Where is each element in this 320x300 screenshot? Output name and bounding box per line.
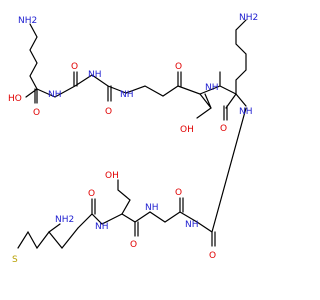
atom-nh2-met: NH2 — [55, 215, 74, 225]
atom-o-gly2: O — [105, 107, 112, 117]
atom-nh-gly2: NH — [88, 70, 102, 80]
backbone-segment-2 — [91, 74, 127, 102]
atom-nh-gly3: NH — [145, 203, 159, 213]
linker-bond — [211, 107, 247, 233]
atom-nh-gly4: NH — [185, 220, 199, 230]
backbone-segment-3 — [125, 71, 182, 97]
carboxylic-acid-bonds — [25, 88, 38, 104]
atom-o-gly3: O — [175, 188, 182, 198]
atom-o-met: O — [88, 189, 95, 199]
methionine-bonds — [17, 227, 79, 250]
atom-s-met: S — [12, 255, 18, 265]
backbone-segment-5 — [134, 197, 184, 223]
atom-oh-ser1: OH — [180, 125, 194, 135]
lysine-2-bonds — [223, 93, 247, 121]
serine-to-lysine — [199, 71, 237, 95]
bonds — [17, 19, 247, 250]
atom-o-ser2: O — [130, 240, 137, 250]
atom-labels: NH2 HO O NH O NH O NH O OH NH NH2 O NH N… — [8, 13, 258, 265]
atom-o-ser1: O — [175, 62, 182, 72]
atom-oh-ser2: OH — [105, 171, 119, 181]
backbone-segment-1 — [36, 71, 93, 98]
atom-ho-acid: HO — [8, 94, 22, 104]
atom-nh-lys2: NH — [205, 83, 219, 93]
background — [0, 0, 300, 300]
serine-2-side-chain — [117, 179, 131, 215]
lysine-side-chain-2 — [235, 19, 247, 95]
peptide-structure-diagram: NH2 HO O NH O NH O NH O OH NH NH2 O NH N… — [0, 0, 300, 300]
atom-nh-ser1: NH — [120, 90, 134, 100]
atom-nh-ser2: NH — [95, 222, 109, 232]
atom-o-acid: O — [33, 108, 40, 118]
methionine-amine — [48, 223, 61, 233]
atom-nh-link: NH — [239, 107, 253, 117]
atom-nh2-top-left: NH2 — [18, 16, 37, 26]
atom-o-gly1: O — [71, 62, 78, 72]
atom-o-gly4: O — [209, 251, 216, 261]
serine-1-bonds — [177, 85, 212, 119]
atom-nh2-top-right: NH2 — [239, 13, 258, 23]
lysine-side-chain-1 — [29, 23, 38, 90]
backbone-segment-4 — [77, 198, 123, 229]
atom-nh-lys1: NH — [48, 90, 62, 100]
backbone-segment-6 — [179, 211, 216, 247]
atom-o-lys2: O — [220, 124, 227, 134]
